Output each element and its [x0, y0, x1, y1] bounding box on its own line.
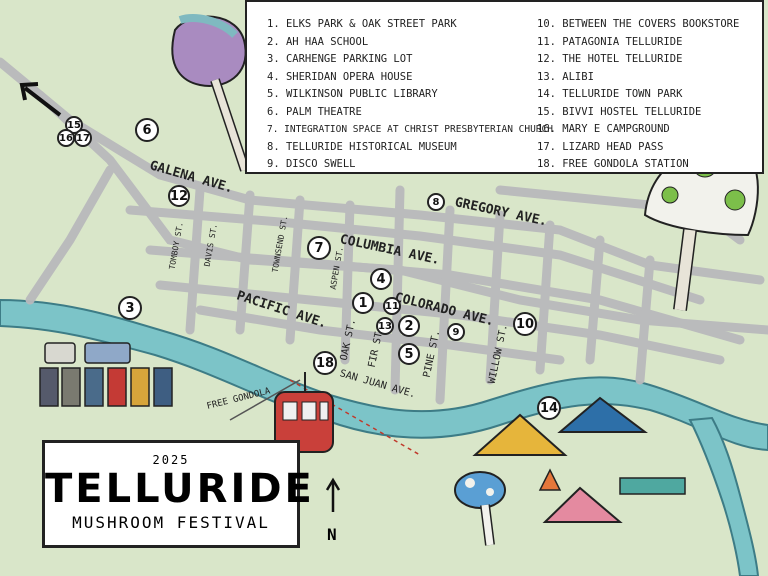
- northwest-arrow: [19, 82, 62, 117]
- marker-1[interactable]: 1: [352, 292, 374, 314]
- legend-column-left: 1. ELKS PARK & OAK STREET PARK 2. AH HAA…: [267, 16, 553, 174]
- festival-title: TELLURIDE: [45, 466, 315, 512]
- marker-16[interactable]: 16: [57, 129, 75, 147]
- legend-column-right: 10. BETWEEN THE COVERS BOOKSTORE 11. PAT…: [537, 16, 762, 174]
- road-network: [0, 57, 768, 405]
- legend-item: 15. BIVVI HOSTEL TELLURIDE: [537, 105, 702, 118]
- campground-illustration: [472, 396, 686, 523]
- carhenge-illustration: [39, 342, 173, 407]
- legend-item: 8. TELLURIDE HISTORICAL MUSEUM: [267, 140, 457, 153]
- marker-12[interactable]: 12: [168, 185, 190, 207]
- legend-item: 12. THE HOTEL TELLURIDE: [537, 53, 683, 65]
- marker-14[interactable]: 14: [537, 396, 561, 420]
- gondola-path: [229, 379, 301, 421]
- legend-item: 10. BETWEEN THE COVERS BOOKSTORE: [537, 18, 740, 30]
- gondola-cabin-illustration: [274, 372, 334, 453]
- map-legend: 1. ELKS PARK & OAK STREET PARK 2. AH HAA…: [245, 0, 764, 174]
- marker-10[interactable]: 10: [513, 312, 537, 336]
- legend-item: 6. PALM THEATRE: [267, 105, 362, 118]
- marker-6[interactable]: 6: [135, 118, 159, 142]
- legend-item: 7. INTEGRATION SPACE AT CHRIST PRESBYTER…: [267, 124, 553, 135]
- marker-3[interactable]: 3: [118, 296, 142, 320]
- marker-4[interactable]: 4: [370, 268, 392, 290]
- compass-north-label: N: [327, 525, 337, 544]
- legend-item: 9. DISCO SWELL: [267, 158, 356, 170]
- mushroom-top-illustration: [171, 14, 250, 172]
- legend-item: 16. MARY E CAMPGROUND: [537, 123, 670, 135]
- legend-item: 5. WILKINSON PUBLIC LIBRARY: [267, 88, 438, 100]
- legend-item: 2. AH HAA SCHOOL: [267, 35, 369, 48]
- marker-11[interactable]: 11: [383, 297, 401, 315]
- marker-9[interactable]: 9: [447, 323, 465, 341]
- legend-item: 1. ELKS PARK & OAK STREET PARK: [267, 18, 457, 30]
- legend-item: 11. PATAGONIA TELLURIDE: [537, 35, 683, 48]
- marker-5[interactable]: 5: [398, 343, 420, 365]
- marker-18[interactable]: 18: [313, 351, 337, 375]
- legend-item: 17. LIZARD HEAD PASS: [537, 140, 664, 153]
- legend-item: 13. ALIBI: [537, 70, 594, 83]
- marker-7[interactable]: 7: [307, 236, 331, 260]
- festival-year: 2025: [152, 453, 190, 467]
- compass-arrow: [325, 477, 341, 512]
- marker-2[interactable]: 2: [398, 315, 420, 337]
- festival-title-box: 2025 TELLURIDE MUSHROOM FESTIVAL: [42, 440, 315, 548]
- legend-item: 4. SHERIDAN OPERA HOUSE: [267, 70, 413, 83]
- marker-8[interactable]: 8: [427, 193, 445, 211]
- festival-subtitle: MUSHROOM FESTIVAL: [72, 513, 270, 532]
- mushroom-dancing-illustration: [454, 471, 506, 546]
- legend-item: 14. TELLURIDE TOWN PARK: [537, 88, 683, 100]
- legend-item: 18. FREE GONDOLA STATION: [537, 158, 689, 170]
- legend-item: 3. CARHENGE PARKING LOT: [267, 53, 413, 65]
- marker-13[interactable]: 13: [376, 317, 394, 335]
- marker-17[interactable]: 17: [74, 129, 92, 147]
